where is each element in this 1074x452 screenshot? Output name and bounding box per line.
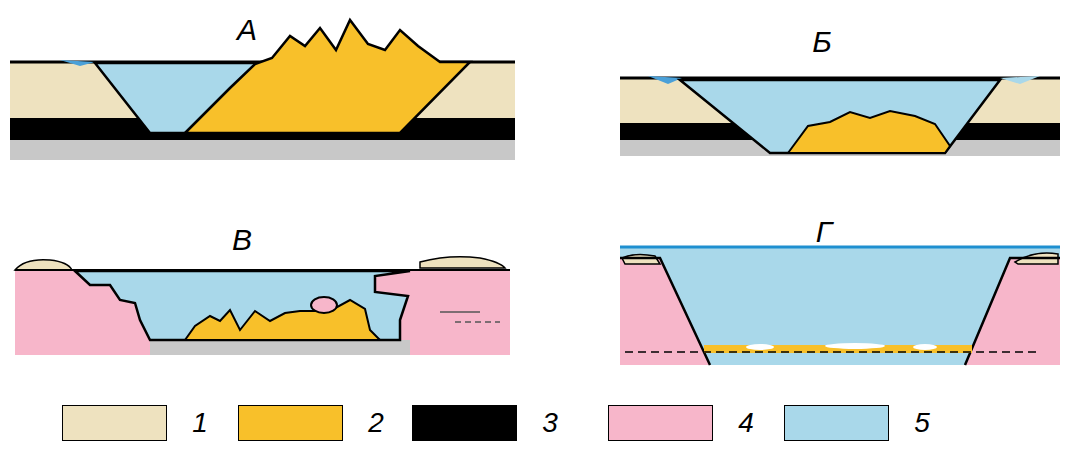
section-g [620,247,1060,365]
legend-number: 5 [914,409,930,437]
legend-number: 1 [192,409,208,437]
legend-swatch [62,405,167,441]
legend-swatch [238,405,343,441]
legend-swatch [608,405,713,441]
legend-swatch [784,405,889,441]
legend-number: 4 [738,409,754,437]
legend-swatch [412,405,517,441]
legend-number: 2 [368,409,384,437]
section-a [10,20,515,160]
legend-number: 3 [542,409,558,437]
section-letter: В [232,225,252,255]
section-b [620,76,1060,156]
section-letter: Б [812,27,832,57]
section-letter: А [237,15,257,45]
section-letter: Г [816,217,832,247]
section-v [15,257,510,355]
